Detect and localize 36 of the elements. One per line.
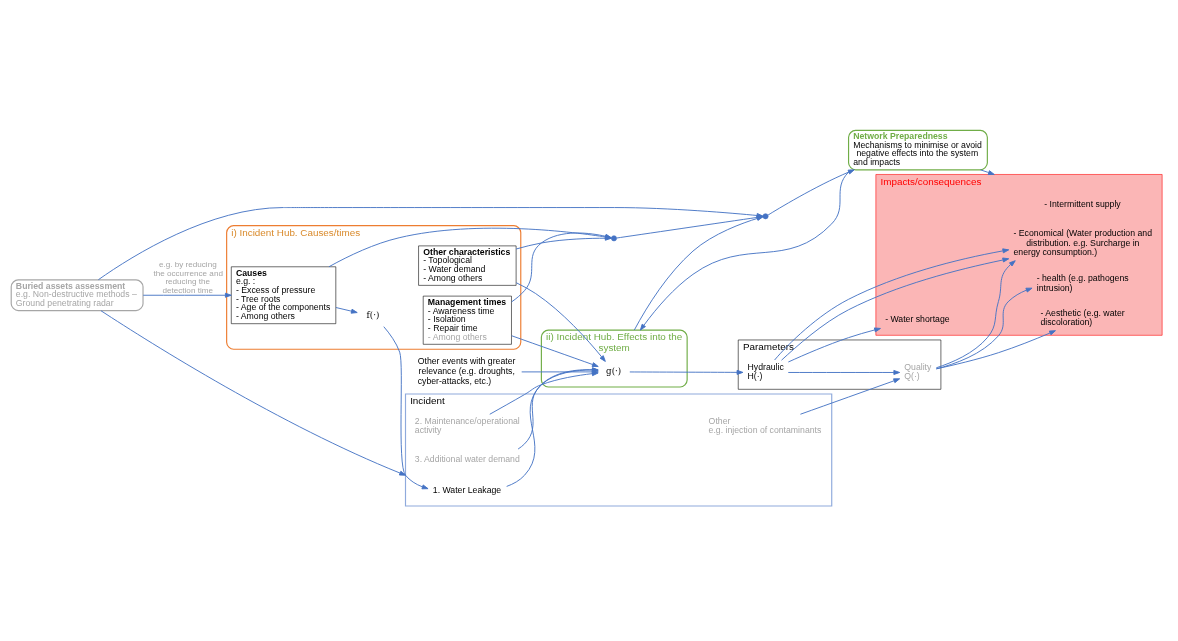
arrow <box>629 369 744 375</box>
node-text: - Water shortage <box>885 314 950 325</box>
node-text: - Economical (Water production and distribution. e.g. Surcharge in energy consumption.) <box>1013 227 1152 258</box>
arrow <box>799 378 901 415</box>
node-box: Other characteristics - Topological - Water demand - Among others <box>418 245 517 286</box>
node-box: Causes e.g. : - Excess of pressure - Tree roots - Age of the components - Among others <box>231 266 337 324</box>
arrow <box>515 282 606 362</box>
node-text: f(·) <box>366 310 380 321</box>
arrow <box>639 169 852 331</box>
node-text: Other events with greater relevance (e.g. droughts, cyber-attacks, etc.) <box>417 356 516 386</box>
node-box: Buried assets assessment e.g. Non-destructive methods – Ground penetrating radar <box>10 279 144 312</box>
node-text: 2. Maintenance/operational activity <box>414 415 520 436</box>
node-box: Network Preparedness Mechanisms to minimise or avoid negative effects into the system and impacts <box>848 129 988 171</box>
node-text: - health (e.g. pathogens intrusion) <box>1036 272 1129 293</box>
node-text: - Intermittent supply <box>1044 199 1121 210</box>
arrow <box>383 326 429 490</box>
node-text: Other e.g. injection of contaminants <box>708 415 822 436</box>
node-text: Hydraulic H(·) <box>747 361 784 382</box>
arrow <box>787 369 901 375</box>
node-box: Management times - Awareness time - Isolation - Repair time - Among others <box>422 295 512 345</box>
node-circle <box>762 213 769 220</box>
arrow <box>767 169 855 216</box>
node-text: g(·) <box>606 365 622 376</box>
arrow <box>100 310 406 476</box>
node-circle <box>611 235 617 242</box>
node-text: Quality Q(·) <box>904 361 932 382</box>
arrow <box>335 307 358 314</box>
arrow <box>511 335 599 367</box>
arrow <box>142 292 232 298</box>
node-text: 3. Additional water demand <box>414 453 520 464</box>
node-text: - Aesthetic (e.g. water discoloration) <box>1040 307 1125 328</box>
arrow <box>935 260 1016 369</box>
arrow <box>787 327 881 363</box>
arrow <box>980 169 995 175</box>
node-text: 1. Water Leakage <box>432 484 502 495</box>
arrow <box>935 287 1033 370</box>
